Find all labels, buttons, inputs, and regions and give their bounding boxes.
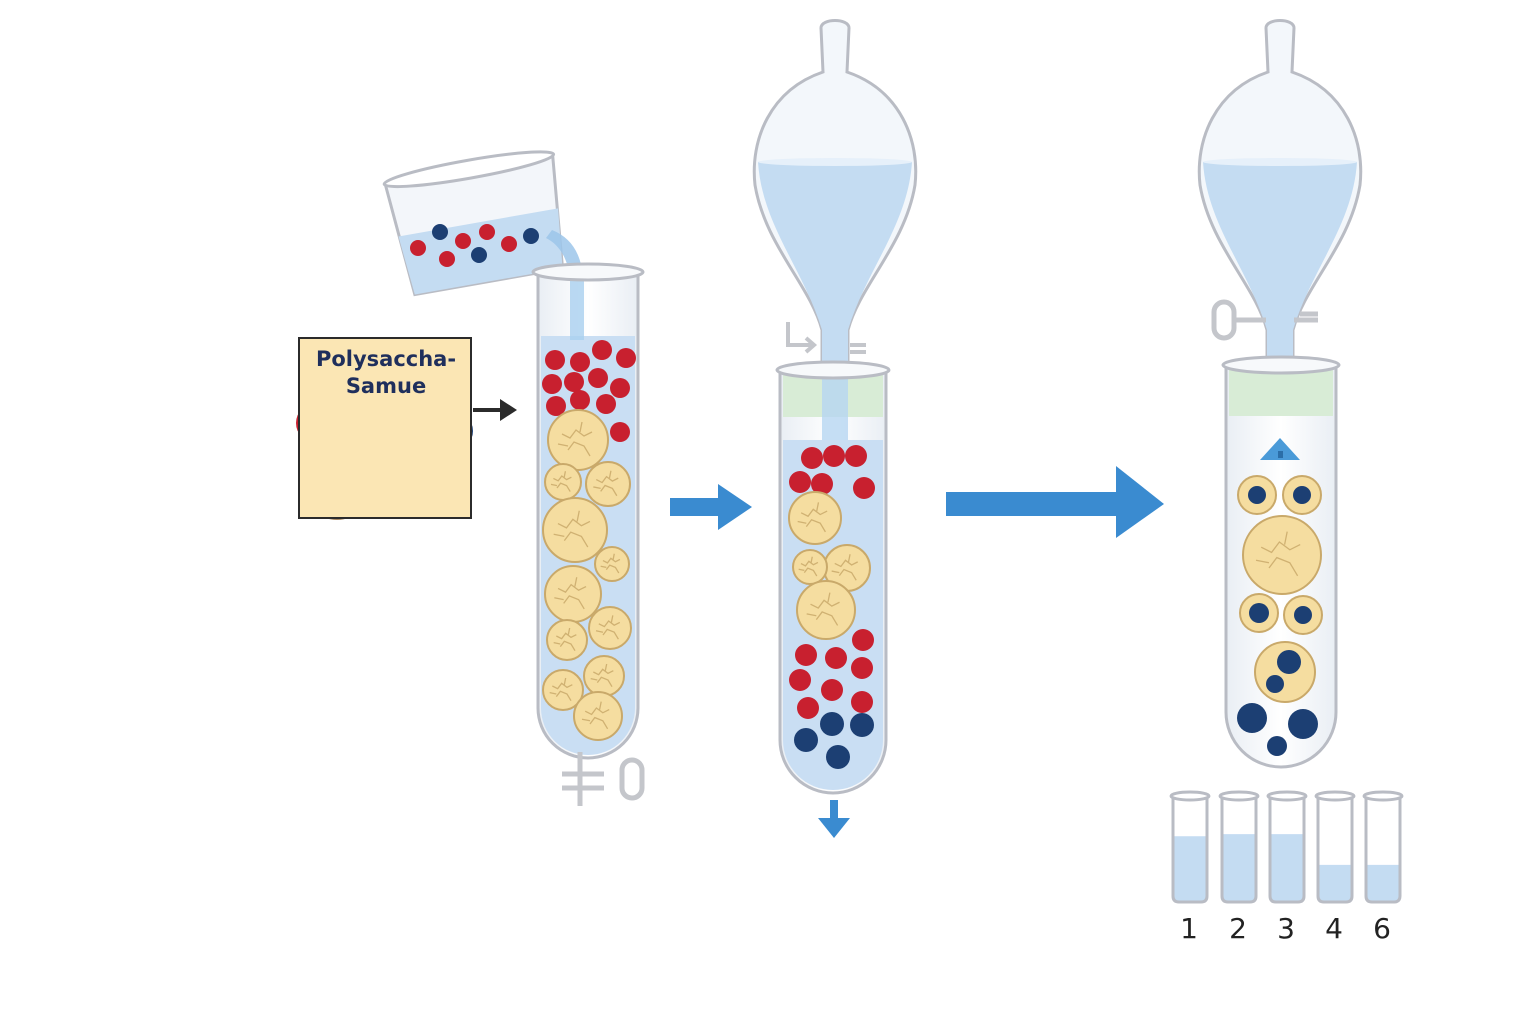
gel-bead: [542, 669, 584, 711]
fraction-label-5: 6: [1373, 912, 1391, 945]
blue-particle: [1237, 703, 1267, 733]
bead-with-particle: [1254, 641, 1316, 703]
red-particle: [789, 471, 811, 493]
blue-particle: [523, 228, 539, 244]
blue-particle: [826, 745, 850, 769]
red-particle: [479, 224, 495, 240]
red-particle: [801, 447, 823, 469]
gel-bead: [573, 691, 623, 741]
fraction-tube-2: [1218, 790, 1260, 904]
gel-bead: [796, 580, 856, 640]
gel-bead: [544, 565, 602, 623]
stopcock-icon: [1211, 299, 1318, 341]
red-particle: [542, 374, 562, 394]
gel-bead: [546, 619, 588, 661]
red-particle: [825, 647, 847, 669]
red-particle: [570, 352, 590, 372]
gel-bead: [547, 409, 609, 471]
column-2: [775, 360, 891, 795]
gel-bead: [588, 606, 632, 650]
gel-bead: [788, 491, 842, 545]
drip-arrow: [818, 800, 850, 838]
inset-box: [298, 337, 472, 519]
column-1: [531, 262, 645, 806]
gel-bead: [792, 549, 828, 585]
inset-pointer-arrow: [473, 399, 517, 421]
flow-arrow-2: [946, 466, 1164, 538]
red-particle: [852, 629, 874, 651]
gel-bead: [544, 463, 582, 501]
blue-particle: [1267, 736, 1287, 756]
red-particle: [616, 348, 636, 368]
red-particle: [610, 378, 630, 398]
inset-title-line2: Samue: [345, 374, 427, 398]
red-particle: [455, 233, 471, 249]
red-particle: [592, 340, 612, 360]
fraction-tube-3: [1266, 790, 1308, 904]
pour-beaker-icon: [382, 150, 583, 330]
column-3: [1221, 355, 1341, 769]
separatory-funnel-2: [1197, 19, 1363, 374]
blue-particle: [432, 224, 448, 240]
fraction-label-3: 3: [1277, 912, 1295, 945]
gel-bead: [585, 461, 631, 507]
red-particle: [851, 657, 873, 679]
red-particle: [821, 679, 843, 701]
red-particle: [546, 396, 566, 416]
bead-with-particle: [1237, 475, 1277, 515]
red-particle: [545, 350, 565, 370]
red-particle: [610, 422, 630, 442]
gel-bead: [1242, 515, 1322, 595]
red-particle: [439, 251, 455, 267]
fraction-label-4: 4: [1325, 912, 1343, 945]
red-particle: [845, 445, 867, 467]
red-particle: [501, 236, 517, 252]
red-particle: [851, 691, 873, 713]
red-particle: [588, 368, 608, 388]
blue-particle: [1288, 709, 1318, 739]
blue-particle: [820, 712, 844, 736]
fraction-label-1: 1: [1180, 912, 1198, 945]
stopcock-icon: [562, 752, 645, 806]
inset-title: Polysaccha- Samue: [300, 346, 472, 400]
flow-arrow-1: [670, 484, 752, 530]
blue-particle: [794, 728, 818, 752]
bead-with-particle: [1283, 595, 1323, 635]
fraction-tube-4: [1314, 790, 1356, 904]
inset-title-line1: Polysaccha-: [315, 347, 457, 371]
separatory-funnel-1: [752, 19, 918, 380]
blue-particle: [850, 713, 874, 737]
gel-bead: [594, 546, 630, 582]
red-particle: [570, 390, 590, 410]
red-particle: [797, 697, 819, 719]
stopcock-icon: [786, 322, 866, 354]
red-particle: [789, 669, 811, 691]
fraction-label-2: 2: [1229, 912, 1247, 945]
blue-particle: [471, 247, 487, 263]
gel-bead: [542, 497, 608, 563]
bead-with-particle: [1239, 593, 1279, 633]
red-particle: [564, 372, 584, 392]
fraction-tube-6: [1362, 790, 1404, 904]
red-particle: [853, 477, 875, 499]
red-particle: [823, 445, 845, 467]
bead-with-particle: [1282, 475, 1322, 515]
red-particle: [811, 473, 833, 495]
red-particle: [596, 394, 616, 414]
gel-bead: [583, 655, 625, 697]
fraction-tubes: [1169, 790, 1404, 904]
fraction-tube-1: [1169, 790, 1211, 904]
red-particle: [410, 240, 426, 256]
red-particle: [795, 644, 817, 666]
